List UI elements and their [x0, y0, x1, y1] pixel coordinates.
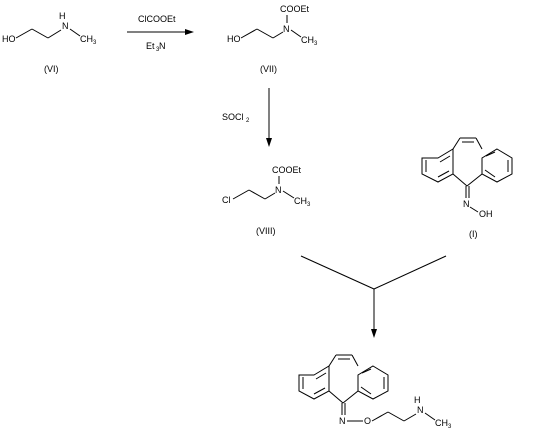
i-left-ring: [421, 148, 454, 183]
label-vi: (VI): [44, 64, 59, 74]
product-nh-n-label: N: [417, 405, 424, 415]
product-bridge-1: [328, 354, 337, 367]
product-left-ring-double-3: [315, 372, 327, 380]
product-right-ring: [357, 365, 389, 400]
vi-bond-4: [69, 28, 81, 37]
viii-n-label: N: [275, 185, 282, 195]
i-n-label: N: [463, 199, 470, 209]
product-bridge-2: [351, 354, 359, 367]
vii-n-label: N: [283, 24, 290, 34]
vi-nh-h-label: H: [59, 11, 66, 21]
vii-cooet-label: COOEt: [280, 4, 310, 14]
reaction-arrow-2: SOCl 2: [222, 88, 272, 147]
viii-bond-3: [264, 192, 276, 200]
product: N O H N CH 3: [298, 354, 452, 430]
i-right-ring: [481, 148, 513, 183]
i-right-ring-double-2: [484, 169, 496, 178]
product-n-label: N: [339, 416, 346, 426]
reagent-socl2-subscript: 2: [246, 118, 250, 124]
i-bridge-2: [475, 137, 483, 150]
product-right-ring-double-3: [361, 368, 372, 374]
product-chain-3: [403, 413, 417, 422]
label-viii: (VIII): [256, 226, 276, 236]
arrow-3-head: [371, 329, 377, 338]
vi-ch-label: CH: [80, 34, 93, 44]
reagent-et3n-et: Et: [146, 41, 155, 51]
vii-bond-3: [272, 31, 284, 39]
i-no-bond: [469, 206, 479, 213]
product-ch3-subscript: 3: [448, 424, 452, 430]
reagent-et3n-subscript: 3: [156, 47, 160, 53]
product-chain-2: [387, 411, 405, 422]
product-ch-label: CH: [435, 418, 448, 428]
i-left-ring-double-3: [439, 155, 451, 163]
compound-vii: HO N COOEt CH 3 (VII): [227, 4, 318, 74]
product-o-label: O: [364, 416, 371, 426]
i-bridge-1: [452, 137, 461, 150]
product-c-bond-left: [328, 390, 344, 404]
compound-vi: HO H N CH 3 (VI): [2, 11, 97, 74]
viii-cooet-label: COOEt: [272, 165, 302, 175]
i-right-ring-double-3: [485, 151, 496, 157]
vi-ch3-subscript: 3: [93, 40, 97, 46]
product-c-bond-right: [342, 390, 359, 404]
product-chain-1: [371, 411, 389, 422]
i-oh-label: OH: [479, 209, 493, 219]
compound-i: N OH (I): [421, 137, 513, 239]
reagent-socl2: SOCl: [222, 112, 244, 122]
viii-ch-label: CH: [294, 196, 307, 206]
label-vii: (VII): [260, 64, 277, 74]
product-right-ring-double-2: [360, 386, 372, 395]
arrow-3-right-branch: [373, 255, 447, 290]
i-left-ring-double-2: [437, 170, 450, 178]
vii-ch-label: CH: [301, 35, 314, 45]
viii-bond-methyl: [282, 190, 295, 199]
product-left-ring-double-2: [313, 387, 326, 395]
vi-bond-3: [47, 29, 62, 39]
vi-ho-label: HO: [2, 34, 16, 44]
viii-cl-label: Cl: [222, 195, 231, 205]
product-nh-h-label: H: [414, 395, 421, 405]
vi-n-label: N: [62, 21, 69, 31]
viii-bond-2: [248, 189, 266, 200]
viii-ch3-subscript: 3: [307, 202, 311, 208]
i-c-bond-right: [466, 173, 483, 187]
arrow-1-head: [185, 29, 194, 35]
vii-bond-1: [240, 28, 258, 39]
product-chain-4: [424, 412, 436, 421]
reagent-et3n-n: N: [159, 41, 166, 51]
vii-ch3-subscript: 3: [314, 41, 318, 47]
vii-bond-2: [256, 28, 274, 39]
compound-viii: Cl N COOEt CH 3 (VIII): [222, 165, 311, 236]
vii-ho-label: HO: [227, 34, 241, 44]
reaction-arrow-1: ClCOOEt Et 3 N: [127, 14, 194, 53]
reaction-arrow-3: [300, 255, 447, 338]
label-i: (I): [469, 229, 478, 239]
arrow-3-left-branch: [300, 255, 375, 290]
viii-bond-1: [232, 189, 250, 200]
vi-bond-1: [15, 28, 33, 39]
i-c-bond-left: [452, 173, 468, 187]
arrow-2-head: [266, 138, 272, 147]
vii-bond-methyl: [290, 29, 302, 38]
vi-bond-2: [31, 28, 49, 39]
reagent-clcooet: ClCOOEt: [138, 14, 176, 24]
